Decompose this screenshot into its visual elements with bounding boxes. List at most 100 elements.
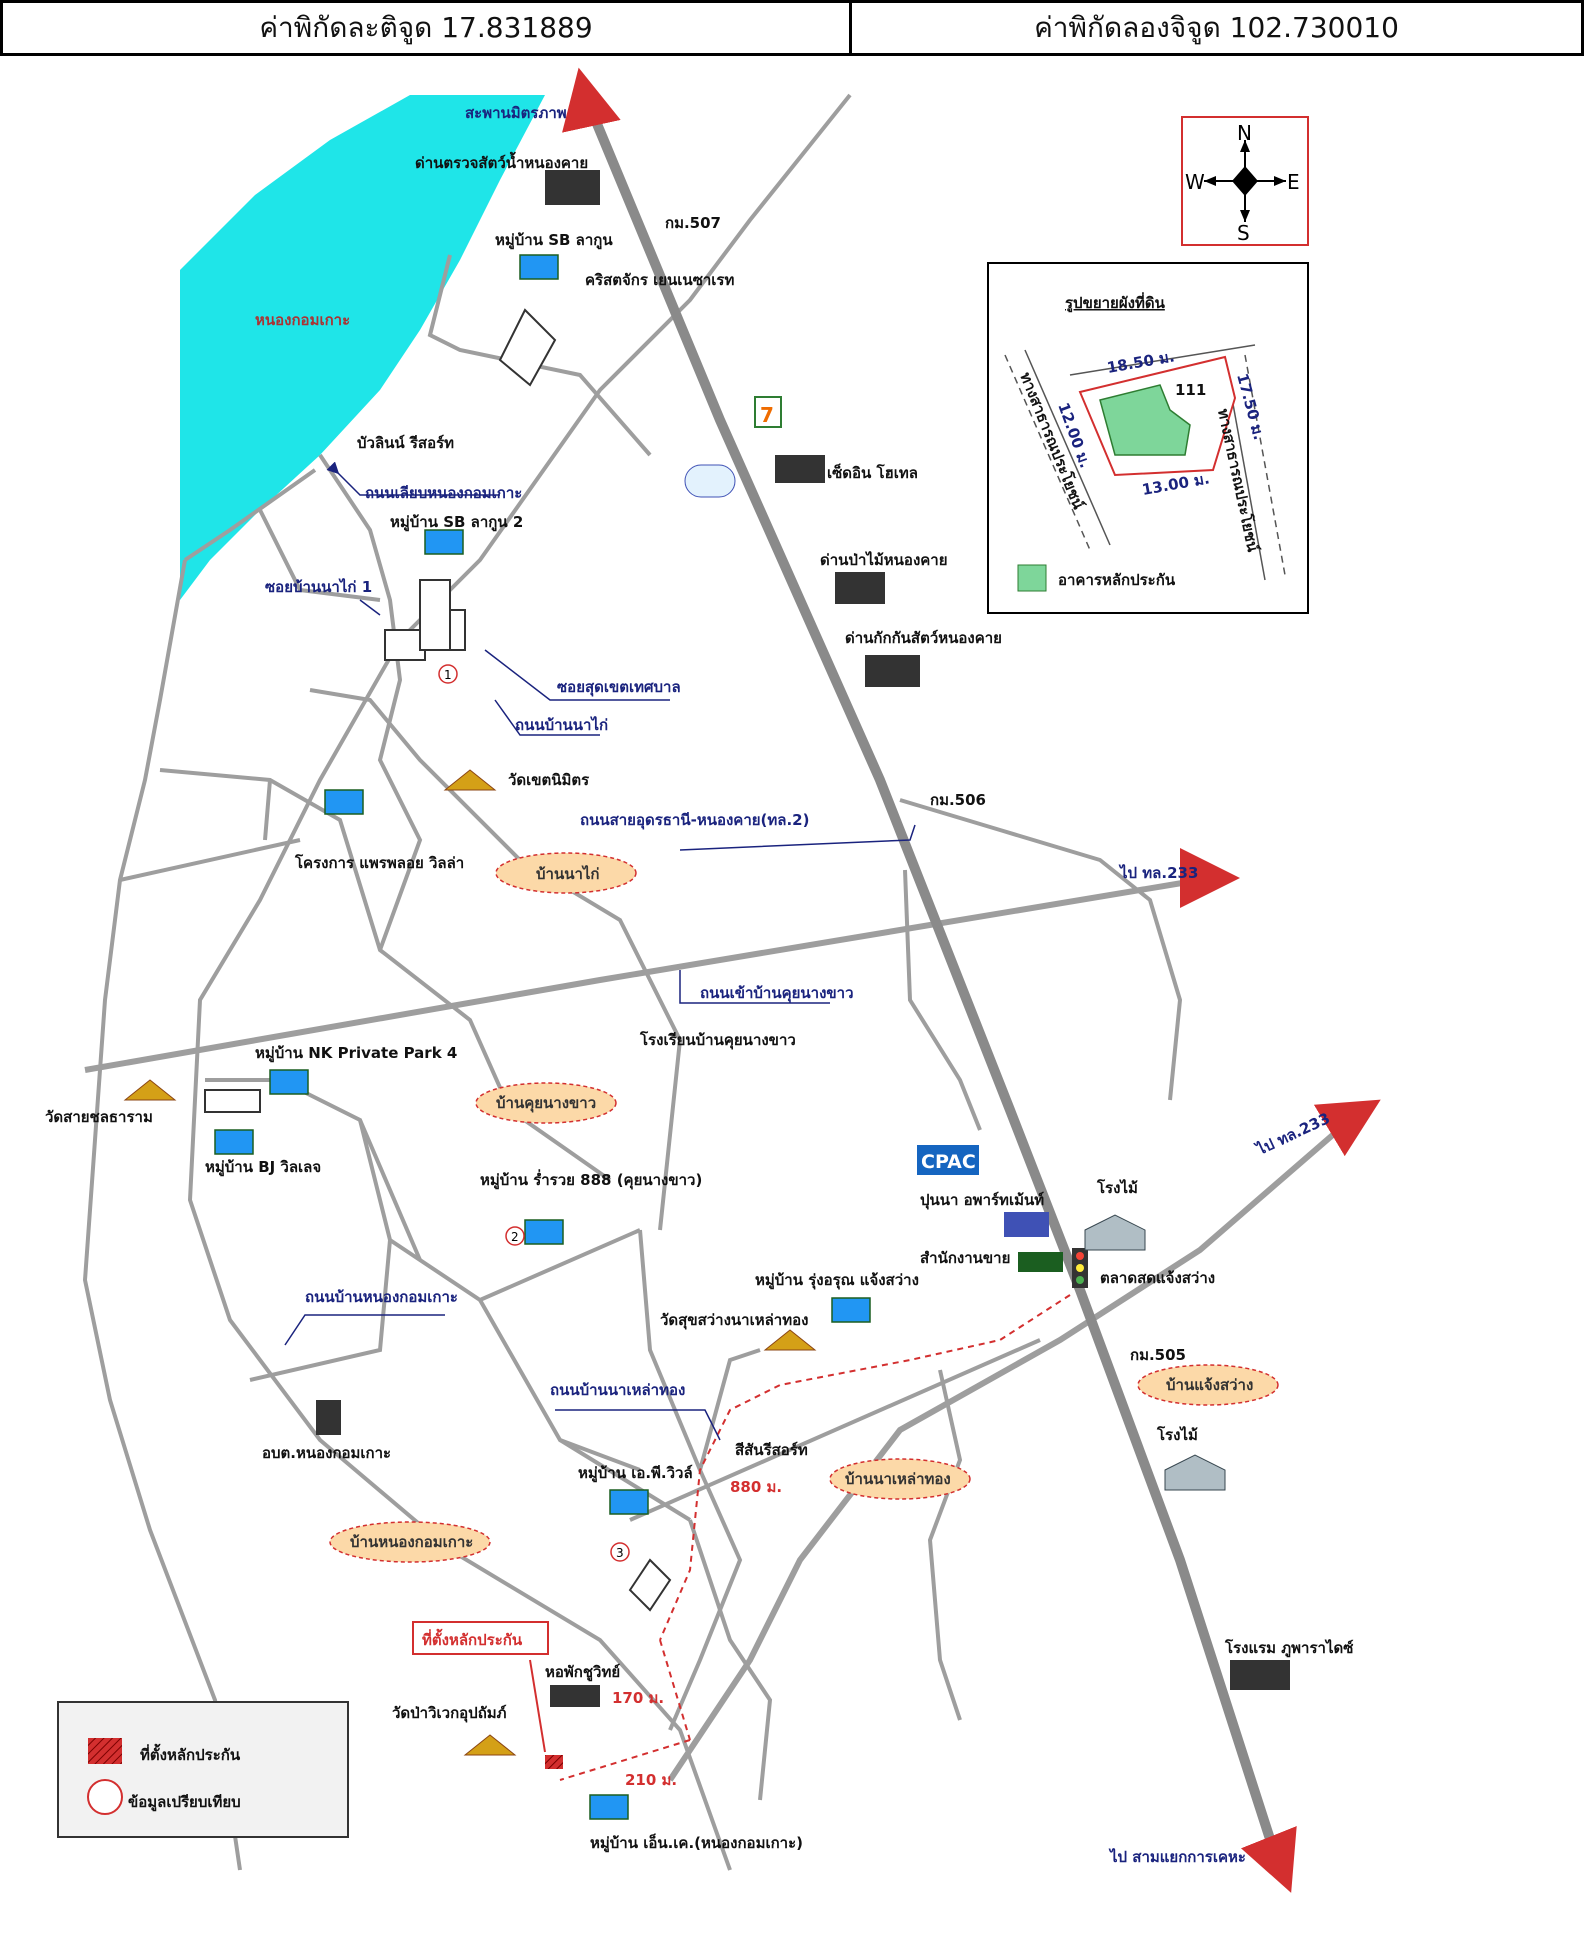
temple-icons [123,769,817,1756]
label-bridge: สะพานมิตรภาพ [465,104,567,122]
map-legend [57,1701,349,1838]
compass [1181,116,1309,246]
label-wat-pa: วัดป่าวิเวกอุปถัมภ์ [392,1704,507,1723]
comparison-circle-1 [438,664,458,684]
label-village-888: หมู่บ้าน ร่ำรวย 888 (คุยนางขาว) [480,1169,702,1190]
label-village-nk: หมู่บ้าน เอ็น.เค.(หนองกอมเกาะ) [590,1833,803,1853]
lake-water [180,95,545,600]
comparison-circle-1-label: 1 [444,668,452,682]
seven-eleven-icon [754,396,782,428]
label-village-rungarun: หมู่บ้าน รุ่งอรุณ แจ้งสว่าง [755,1271,919,1290]
compass-w: W [1185,170,1205,194]
route-880m [659,1294,1071,1641]
road-to-233-lower [667,1117,1352,1782]
land-plot-inset [987,262,1309,614]
label-market: ตลาดสดแจ้งสว่าง [1100,1269,1215,1287]
compass-e: E [1287,170,1300,194]
label-road-main: ถนนสายอุดรธานี-หนองคาย(ทล.2) [580,811,809,830]
label-village-sb: หมู่บ้าน SB ลากูน [495,231,613,250]
label-apartment: ปุนนา อพาร์ทเม้นท์ [920,1191,1044,1210]
label-sales-office: สำนักงานขาย [920,1249,1010,1267]
building-icons [204,170,1290,1707]
label-to-junction: ไป สามแยกการเคหะ [1108,1847,1246,1866]
label-pointers [284,461,916,1441]
area-nakai-label: บ้านนาไก่ [536,864,600,883]
latitude-label: ค่าพิกัดละติจูด 17.831889 [0,0,852,56]
arrow-to-junction [1241,1826,1297,1893]
label-dorm: หอพักชูวิทย์ [545,1663,620,1682]
label-wat-sukhsawang: วัดสุขสว่างนาเหล่าทอง [660,1311,808,1330]
arrow-to-bridge [562,67,621,133]
label-village-ap: หมู่บ้าน เอ.พี.วิวล์ [578,1464,693,1483]
label-road-khunang: ถนนเข้าบ้านคุยนางขาว [700,984,854,1003]
inset-legend-label: อาคารหลักประกัน [1058,571,1176,589]
longitude-label: ค่าพิกัดลองจิจูด 102.730010 [849,0,1584,56]
label-school: โรงเรียนบ้านคุยนางขาว [639,1030,796,1050]
area-naolao-label: บ้านนาเหล่าทอง [845,1470,951,1488]
label-km507: กม.507 [665,214,721,232]
label-office-obt: อบต.หนองกอมเกาะ [262,1444,391,1462]
label-church: คริสตจักร เยนเนซาเรท [585,271,734,289]
inset-title: รูปขยายผังที่ดิน [1065,292,1166,313]
area-jaeng-label: บ้านแจ้งสว่าง [1166,1376,1253,1394]
legend-comparison-label: ข้อมูลเปรียบเทียบ [128,1793,241,1812]
cpac-text: CPAC [921,1151,976,1173]
collateral-callout [412,1621,549,1655]
label-animal-check: ด่านกักกันสัตว์หนองคาย [845,629,1002,647]
sawmill-icon [1084,1214,1146,1251]
route-210m [559,1739,691,1781]
label-sawmill2: โรงไม้ [1156,1425,1198,1444]
label-village-sb2: หมู่บ้าน SB ลากูน 2 [390,513,523,532]
label-seven-hotel: เซ็ดอิน โฮเทล [827,463,918,482]
area-nongkom-label: บ้านหนองกอมเกาะ [350,1533,473,1551]
label-road-naolao: ถนนบ้านนาเหล่าทอง [550,1381,685,1399]
label-village-bj: หมู่บ้าน BJ วิลเลจ [205,1158,321,1177]
comparison-circle-2 [505,1226,525,1246]
seven-eleven-mark: 7 [760,403,774,427]
sawmill-2-icon [1164,1454,1226,1491]
label-sawmill1: โรงไม้ [1096,1178,1138,1197]
label-dist-170: 170 ม. [612,1689,664,1707]
post-office-icon [684,464,736,498]
plot-blocks [384,308,672,1612]
label-nk-park: หมู่บ้าน NK Private Park 4 [255,1044,457,1063]
label-road-lake: ถนนเลียบหนองกอมเกาะ [365,484,522,502]
collateral-pointer [529,1659,546,1753]
traffic-light-red [1076,1252,1084,1260]
road-to-233-upper [84,877,1201,1073]
highway-route-2 [580,93,1285,1872]
label-km506: กม.506 [930,791,986,809]
label-road-nonglake: ถนนบ้านหนองกอมเกาะ [305,1288,458,1306]
label-checkpoint-fish: ด่านตรวจสัตว์น้ำหนองคาย [415,151,588,172]
label-dist-880: 880 ม. [730,1478,782,1496]
label-hotel-phupara: โรงแรม ภูพาราไดซ์ [1224,1638,1353,1658]
inset-plot-no: 111 [1175,381,1206,399]
label-to-233b: ไป ทล.233 [1252,1108,1333,1159]
label-wat-khet: วัดเขตนิมิตร [508,771,590,789]
traffic-light-yellow [1076,1264,1084,1272]
label-soi-nakai1: ซอยบ้านนาไก่ 1 [265,577,372,596]
area-khunang-label: บ้านคุยนางขาว [496,1094,596,1113]
compass-s: S [1237,221,1250,245]
arrow-to-233-lower [1313,1099,1381,1157]
collateral-marker [545,1755,563,1769]
traffic-light-green [1076,1276,1084,1284]
collateral-callout-label: ที่ตั้งหลักประกัน [422,1628,523,1649]
label-dist-210: 210 ม. [625,1771,677,1789]
label-wat-saichon: วัดสายชลธาราม [45,1108,153,1126]
coordinate-bar: ค่าพิกัดละติจูด 17.831889 ค่าพิกัดลองจิจ… [0,0,1584,60]
comparison-circle-3-label: 3 [616,1546,624,1560]
comparison-circle-3 [610,1542,630,1562]
legend-collateral-label: ที่ตั้งหลักประกัน [140,1743,241,1764]
area-ellipses [329,852,1279,1563]
location-map: หนองกอมเกาะ [45,67,1381,1893]
compass-n: N [1237,121,1252,145]
label-soi-end: ซอยสุดเขตเทศบาล [557,678,681,697]
comparison-circle-2-label: 2 [511,1230,519,1244]
label-road-nakai: ถนนบ้านนาไก่ [515,715,608,734]
minor-roads [82,93,1183,1871]
label-to-233a: ไป ทล.233 [1118,863,1198,882]
label-resort-bua: บัวลินน์ รีสอร์ท [357,434,454,452]
label-project-prairie: โครงการ แพรพลอย วิลล่า [294,853,464,872]
lake-label: หนองกอมเกาะ [255,311,350,329]
